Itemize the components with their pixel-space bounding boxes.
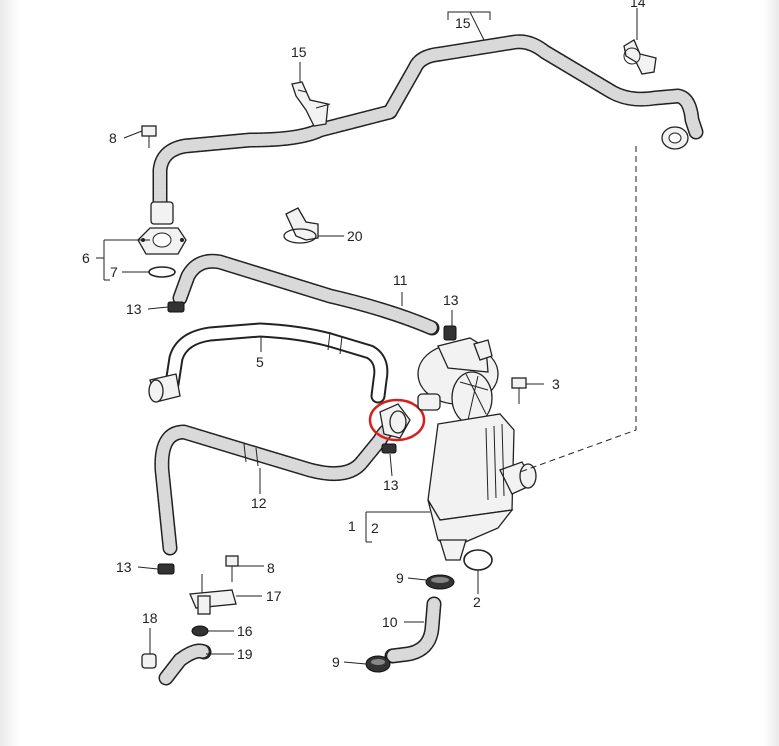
clamp-13-bottom (157, 563, 175, 575)
callout-13-separator: 13 (443, 292, 459, 308)
clamp-13-lower (381, 443, 397, 454)
callout-20: 20 (347, 228, 363, 244)
hose-15-end-fitting (661, 126, 689, 150)
callout-15-top: 15 (455, 15, 471, 31)
callout-19: 19 (237, 646, 253, 662)
callout-6: 6 (82, 250, 90, 266)
hose-10 (384, 596, 442, 664)
callout-15-clamp: 15 (291, 44, 307, 60)
seal-16 (191, 625, 209, 637)
callout-9-upper: 9 (396, 570, 404, 586)
oil-separator-1 (417, 337, 537, 561)
o-ring-2 (463, 549, 493, 571)
right-scrollbar-shadow (763, 0, 779, 746)
bolt-8-bottom (225, 555, 239, 582)
leader-lines (96, 8, 638, 665)
bolt-8-top (141, 125, 157, 148)
bolt-3 (511, 377, 527, 404)
callout-1: 1 (348, 518, 356, 534)
flange-fitting-6 (137, 201, 187, 255)
callout-2-bracket: 2 (371, 520, 379, 536)
callout-7: 7 (110, 264, 118, 280)
callout-2-oring: 2 (473, 594, 481, 610)
red-highlight-circle (368, 398, 426, 442)
callout-13-bottom: 13 (116, 559, 132, 575)
callout-16: 16 (237, 623, 253, 639)
clamp-9-upper (425, 574, 455, 590)
callout-17: 17 (266, 588, 282, 604)
clamp-14 (623, 39, 657, 75)
hose-5 (164, 322, 389, 404)
left-scrollbar-shadow (0, 0, 20, 746)
callout-13-lower: 13 (383, 477, 399, 493)
callout-13-hose-11: 13 (126, 301, 142, 317)
callout-11: 11 (393, 272, 408, 288)
hose-19 (158, 643, 212, 686)
callout-12: 12 (251, 495, 267, 511)
o-ring-7 (148, 266, 176, 278)
callout-5: 5 (256, 354, 264, 370)
hose-12 (154, 422, 396, 556)
callout-labels: 15 14 15 8 6 7 20 11 13 13 5 3 13 12 1 2… (82, 0, 646, 670)
cap-18 (141, 653, 157, 669)
callout-8-bottom: 8 (267, 560, 275, 576)
highlighted-fitting (368, 398, 426, 442)
callout-3: 3 (552, 376, 560, 392)
hose-11 (172, 253, 440, 336)
callout-10: 10 (382, 614, 398, 630)
hose-5-end-fitting (148, 373, 181, 403)
fitting-17 (189, 574, 237, 615)
callout-14: 14 (630, 0, 646, 10)
callout-8-top: 8 (109, 130, 117, 146)
callout-9-lower: 9 (332, 654, 340, 670)
clamp-15 (291, 81, 331, 127)
clamp-13-hose-11 (167, 301, 185, 313)
clamp-13-separator (443, 325, 457, 341)
callout-18: 18 (142, 610, 158, 626)
clamp-20 (283, 207, 319, 244)
clamp-9-lower (365, 655, 391, 673)
hose-15 (152, 34, 704, 218)
